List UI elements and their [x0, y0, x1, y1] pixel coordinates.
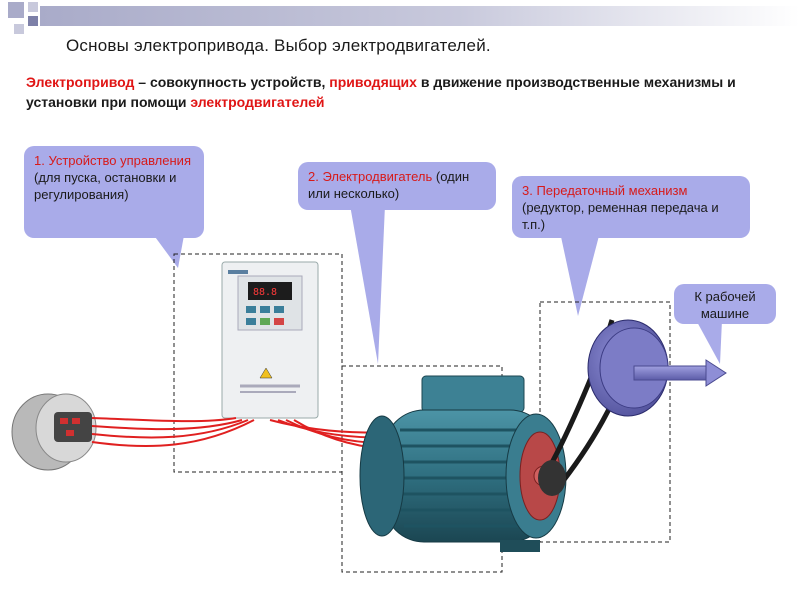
callout-transmission-text: (редуктор, ременная передача и т.п.) — [522, 200, 719, 232]
callout-motor: 2. Электродвигатель (один или несколько) — [298, 162, 496, 210]
decorative-squares — [0, 0, 60, 50]
control-unit-box — [173, 253, 343, 473]
output-arrow — [705, 359, 727, 387]
definition-term: Электропривод — [26, 74, 135, 90]
callout-transmission-heading: 3. Передаточный механизм — [522, 183, 688, 198]
callout-control-heading: 1. Устройство управления — [34, 153, 191, 168]
callout-4-pointer — [696, 320, 722, 364]
callout-motor-heading: 2. Электродвигатель — [308, 169, 433, 184]
callout-1-pointer — [150, 230, 185, 268]
top-gradient-bar — [40, 6, 800, 26]
callout-control-text: (для пуска, остановки и регулирования) — [34, 170, 177, 202]
definition-part2: в движение производственные механизмы и … — [26, 74, 736, 110]
definition-part1: – совокупность устройств, — [134, 74, 330, 90]
electric-motor — [359, 375, 567, 552]
page-title: Основы электропривода. Выбор электродвиг… — [66, 36, 491, 55]
definition-text: Электропривод – совокупность устройств, … — [26, 72, 746, 112]
frequency-converter: 88.8 — [221, 261, 319, 419]
belt-transmission — [538, 319, 727, 496]
definition-highlight-2: электродвигателей — [190, 94, 325, 110]
svg-text:88.8: 88.8 — [253, 287, 277, 298]
wires-input — [91, 417, 255, 448]
power-source-connector — [11, 393, 97, 471]
callout-2-pointer — [350, 205, 385, 364]
definition-highlight-1: приводящих — [329, 74, 417, 90]
callout-control-unit: 1. Устройство управления (для пуска, ост… — [24, 146, 204, 238]
callout-working-machine: К рабочей машине — [674, 284, 776, 324]
callout-transmission: 3. Передаточный механизм (редуктор, реме… — [512, 176, 750, 238]
callout-machine-text: К рабочей машине — [694, 289, 756, 321]
callout-3-pointer — [560, 232, 600, 316]
callout-motor-text: (один или несколько) — [308, 169, 470, 201]
